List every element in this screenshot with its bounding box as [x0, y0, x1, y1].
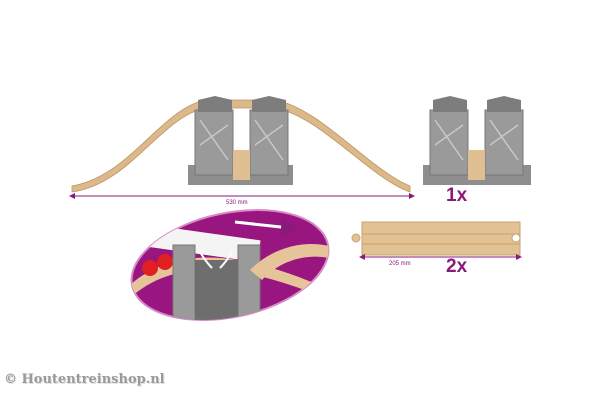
- usage-detail-inset: [130, 209, 339, 321]
- piers-quantity-label: 1x: [446, 185, 468, 206]
- bridge-piers-assembled: [188, 96, 293, 185]
- track-quantity-label: 2x: [446, 256, 468, 277]
- bridge-length-label: 530 mm: [226, 200, 248, 206]
- curved-bridge-track: [71, 99, 411, 193]
- bridge-piers-single: [423, 96, 531, 185]
- straight-track-piece: [351, 221, 521, 256]
- track-length-label: 205 mm: [389, 261, 411, 267]
- watermark: © Houtentreinshop.nl: [4, 372, 165, 387]
